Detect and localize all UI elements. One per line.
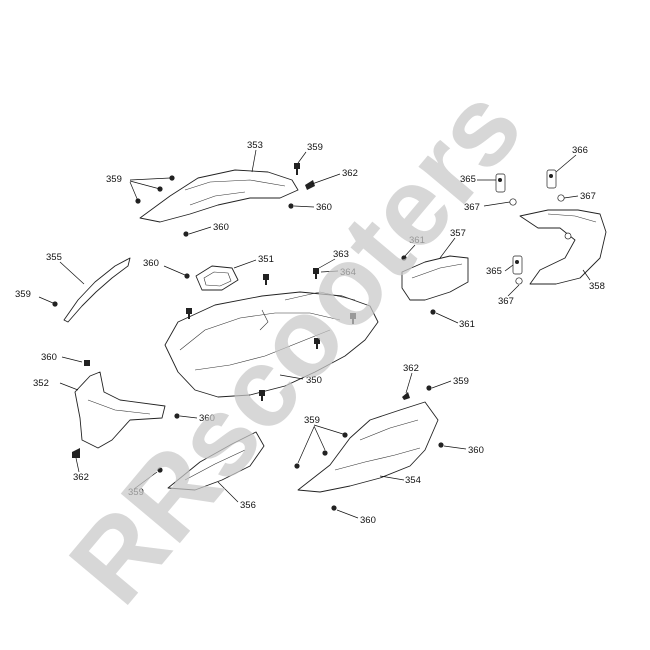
part-352-front-panel — [74, 371, 166, 449]
leader-lines — [38, 149, 591, 519]
washer-icon — [557, 194, 565, 202]
screw-icon — [401, 255, 407, 261]
bolt-icon — [495, 173, 506, 193]
label-367: 367 — [580, 191, 596, 202]
label-361: 361 — [409, 235, 425, 246]
part-353-rear-cover — [139, 169, 299, 223]
label-360: 360 — [199, 413, 215, 424]
label-360: 360 — [468, 445, 484, 456]
screw-icon — [438, 442, 444, 448]
label-362: 362 — [342, 168, 358, 179]
part-356-lower-trim — [167, 431, 265, 491]
screw-icon — [430, 309, 436, 315]
label-359: 359 — [15, 289, 31, 300]
screw-icon — [174, 413, 180, 419]
label-365: 365 — [486, 266, 502, 277]
label-354: 354 — [405, 475, 421, 486]
part-350-storage-tub — [164, 291, 379, 398]
label-352: 352 — [33, 378, 49, 389]
label-357: 357 — [450, 228, 466, 239]
clip-icon — [350, 313, 356, 324]
washer-icon — [509, 198, 517, 206]
label-360: 360 — [316, 202, 332, 213]
screw-icon — [183, 231, 189, 237]
part-357-side-panel — [401, 255, 469, 301]
clip-icon — [263, 274, 269, 285]
fasteners — [52, 163, 565, 511]
part-labels: 353 359 362 359 360 360 355 359 360 351 … — [15, 140, 605, 526]
label-362: 362 — [73, 472, 89, 483]
clip-icon — [305, 180, 315, 190]
label-359: 359 — [304, 415, 320, 426]
label-356: 356 — [240, 500, 256, 511]
screw-icon — [331, 505, 337, 511]
clip-icon — [294, 163, 300, 175]
label-360: 360 — [41, 352, 57, 363]
clip-icon — [259, 390, 265, 401]
label-365: 365 — [460, 174, 476, 185]
label-359: 359 — [307, 142, 323, 153]
label-367: 367 — [464, 202, 480, 213]
label-359: 359 — [106, 174, 122, 185]
clip-icon — [84, 360, 90, 366]
label-360: 360 — [143, 258, 159, 269]
bolt-icon — [546, 169, 557, 189]
clip-icon — [402, 392, 410, 400]
screw-icon — [294, 432, 348, 469]
label-359: 359 — [128, 487, 144, 498]
bolt-icon — [512, 255, 523, 275]
label-350: 350 — [306, 375, 322, 386]
label-359: 359 — [453, 376, 469, 387]
screw-icon — [184, 273, 190, 279]
label-364: 364 — [340, 267, 356, 278]
part-358-grab-handle — [519, 209, 607, 285]
label-358: 358 — [589, 281, 605, 292]
part-355-trim-strip — [63, 257, 131, 323]
label-351: 351 — [258, 254, 274, 265]
label-366: 366 — [572, 145, 588, 156]
label-362: 362 — [403, 363, 419, 374]
screw-icon — [288, 203, 294, 209]
clip-icon — [314, 338, 320, 349]
part-351-frame — [195, 265, 239, 291]
washer-icon — [515, 277, 523, 285]
label-355: 355 — [46, 252, 62, 263]
label-353: 353 — [247, 140, 263, 151]
watermark-text: RRscooters — [46, 64, 546, 626]
screw-icon — [157, 467, 163, 473]
screw-icon — [426, 385, 432, 391]
clip-icon — [72, 448, 80, 458]
label-367: 367 — [498, 296, 514, 307]
label-360: 360 — [360, 515, 376, 526]
clip-icon — [313, 268, 319, 279]
label-363: 363 — [333, 249, 349, 260]
label-360: 360 — [213, 222, 229, 233]
part-354-side-panel — [297, 401, 439, 493]
clip-icon — [186, 308, 192, 319]
label-361: 361 — [459, 319, 475, 330]
screw-icon — [52, 301, 58, 307]
